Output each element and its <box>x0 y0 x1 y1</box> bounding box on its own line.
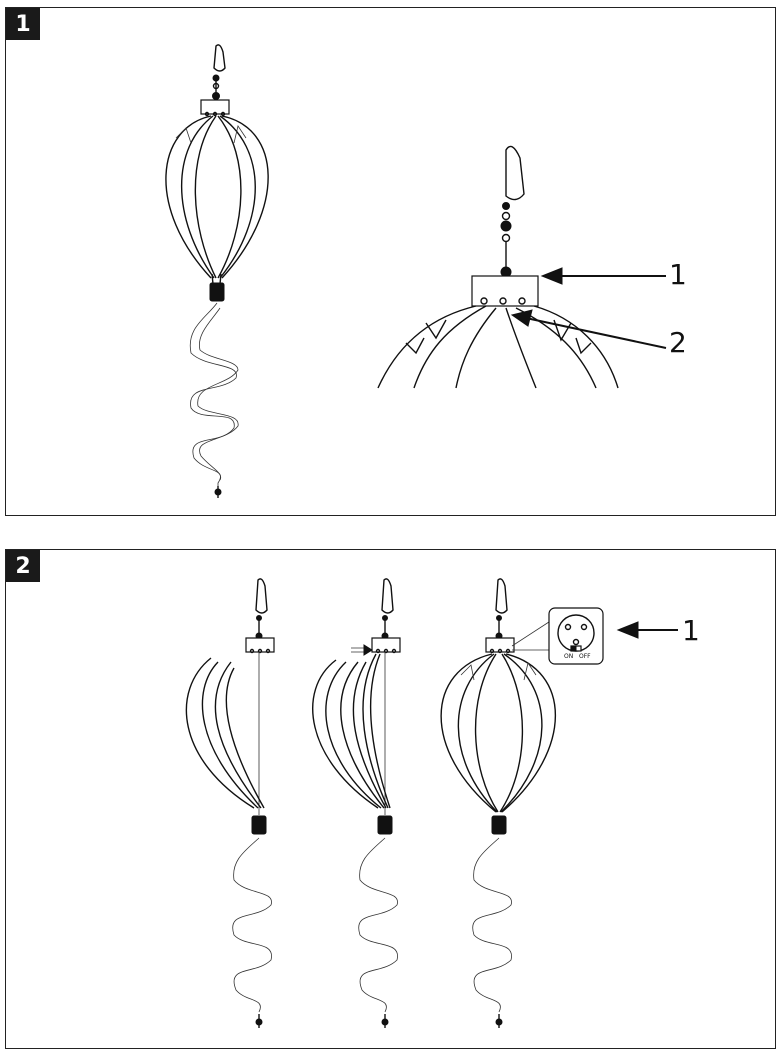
assembly-step-b <box>312 578 401 1028</box>
balloon-assembly-steps-illustration <box>185 578 678 1028</box>
panel-number-badge: 1 <box>6 8 40 40</box>
assembly-step-c <box>440 578 678 1028</box>
switch-off-label: OFF <box>579 653 591 660</box>
callout-label-2: 2 <box>669 326 687 359</box>
assembly-step-a <box>185 578 275 1028</box>
figure-panel-2: 2 <box>5 549 776 1049</box>
panel-number-badge: 2 <box>6 550 40 582</box>
callout-label-1: 1 <box>669 258 687 291</box>
figure-panel-1: 1 <box>5 7 776 516</box>
callout-label-1: 1 <box>682 614 700 647</box>
switch-on-label: ON <box>564 653 574 660</box>
balloon-overview-illustration <box>165 44 667 498</box>
